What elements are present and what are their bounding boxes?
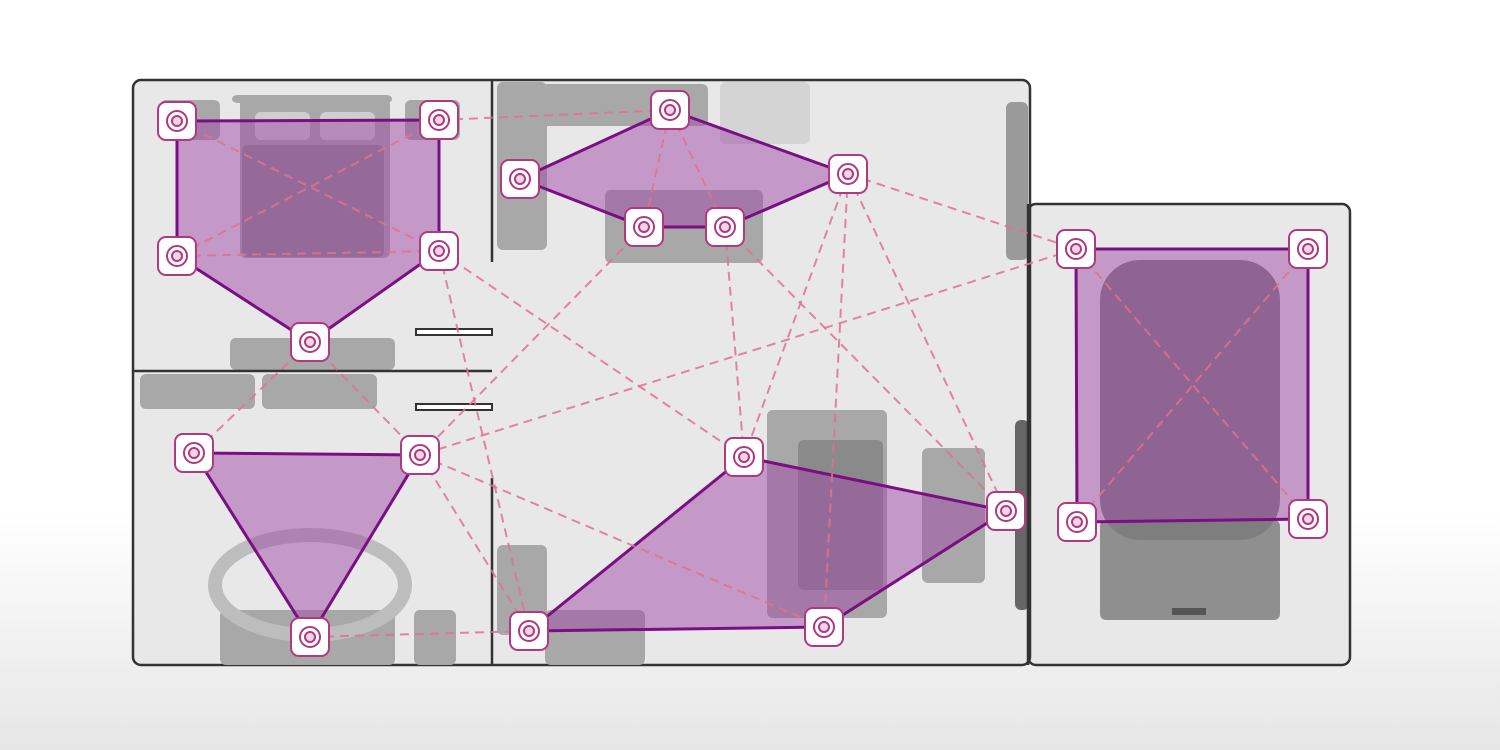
mesh-link bbox=[438, 250, 530, 632]
sensor-node-icon bbox=[174, 433, 214, 473]
mesh-link bbox=[847, 173, 1007, 512]
mesh-link bbox=[438, 250, 745, 458]
mesh-link bbox=[743, 173, 849, 458]
mesh-link bbox=[847, 173, 1077, 250]
sensor-node-icon bbox=[624, 207, 664, 247]
mesh-link bbox=[419, 454, 530, 632]
mesh-link bbox=[419, 226, 645, 456]
sensor-node-icon bbox=[157, 101, 197, 141]
walls-layer bbox=[133, 80, 1030, 665]
car-front bbox=[1100, 520, 1280, 620]
mesh-link bbox=[724, 226, 1007, 512]
sensor-node-icon bbox=[1288, 499, 1328, 539]
sensor-node-icon bbox=[157, 236, 197, 276]
mesh-link bbox=[176, 120, 440, 252]
fridge bbox=[720, 82, 810, 144]
door bbox=[415, 403, 493, 411]
mesh-link bbox=[419, 454, 825, 628]
mesh-link bbox=[193, 341, 311, 454]
sensor-node-icon bbox=[828, 154, 868, 194]
shelf bbox=[140, 374, 255, 409]
mesh-link bbox=[823, 173, 849, 628]
mesh-link bbox=[309, 630, 530, 638]
bathroom-coverage bbox=[192, 451, 422, 639]
mesh-link bbox=[724, 226, 745, 458]
sensor-nodes-layer bbox=[157, 90, 1328, 657]
sensor-node-icon bbox=[705, 207, 745, 247]
sensor-node-icon bbox=[290, 617, 330, 657]
mesh-link bbox=[176, 250, 440, 257]
coverage-layer bbox=[175, 108, 1310, 639]
sensor-node-icon bbox=[509, 611, 549, 651]
sensor-node-icon bbox=[1056, 229, 1096, 269]
sensor-node-icon bbox=[1288, 229, 1328, 269]
sensor-node-icon bbox=[804, 607, 844, 647]
sensor-node-icon bbox=[1057, 502, 1097, 542]
tv-wall-unit bbox=[1006, 102, 1028, 260]
sensor-node-icon bbox=[650, 90, 690, 130]
mesh-link bbox=[438, 109, 671, 121]
sensor-node-icon bbox=[724, 437, 764, 477]
sensor-node-icon bbox=[419, 231, 459, 271]
mesh-link bbox=[176, 119, 440, 257]
sensor-node-icon bbox=[290, 322, 330, 362]
car-plate bbox=[1172, 608, 1206, 615]
mesh-link bbox=[419, 248, 1077, 456]
mesh-link bbox=[309, 341, 421, 456]
kitchen-coverage bbox=[518, 108, 850, 229]
shelf bbox=[262, 374, 377, 409]
sensor-node-icon bbox=[400, 435, 440, 475]
sensor-node-icon bbox=[419, 100, 459, 140]
toilet bbox=[414, 610, 456, 665]
bedroom-coverage bbox=[175, 118, 441, 344]
sensor-node-icon bbox=[500, 159, 540, 199]
mesh-links-layer bbox=[176, 109, 1309, 638]
sensor-node-icon bbox=[986, 491, 1026, 531]
door bbox=[415, 328, 493, 336]
